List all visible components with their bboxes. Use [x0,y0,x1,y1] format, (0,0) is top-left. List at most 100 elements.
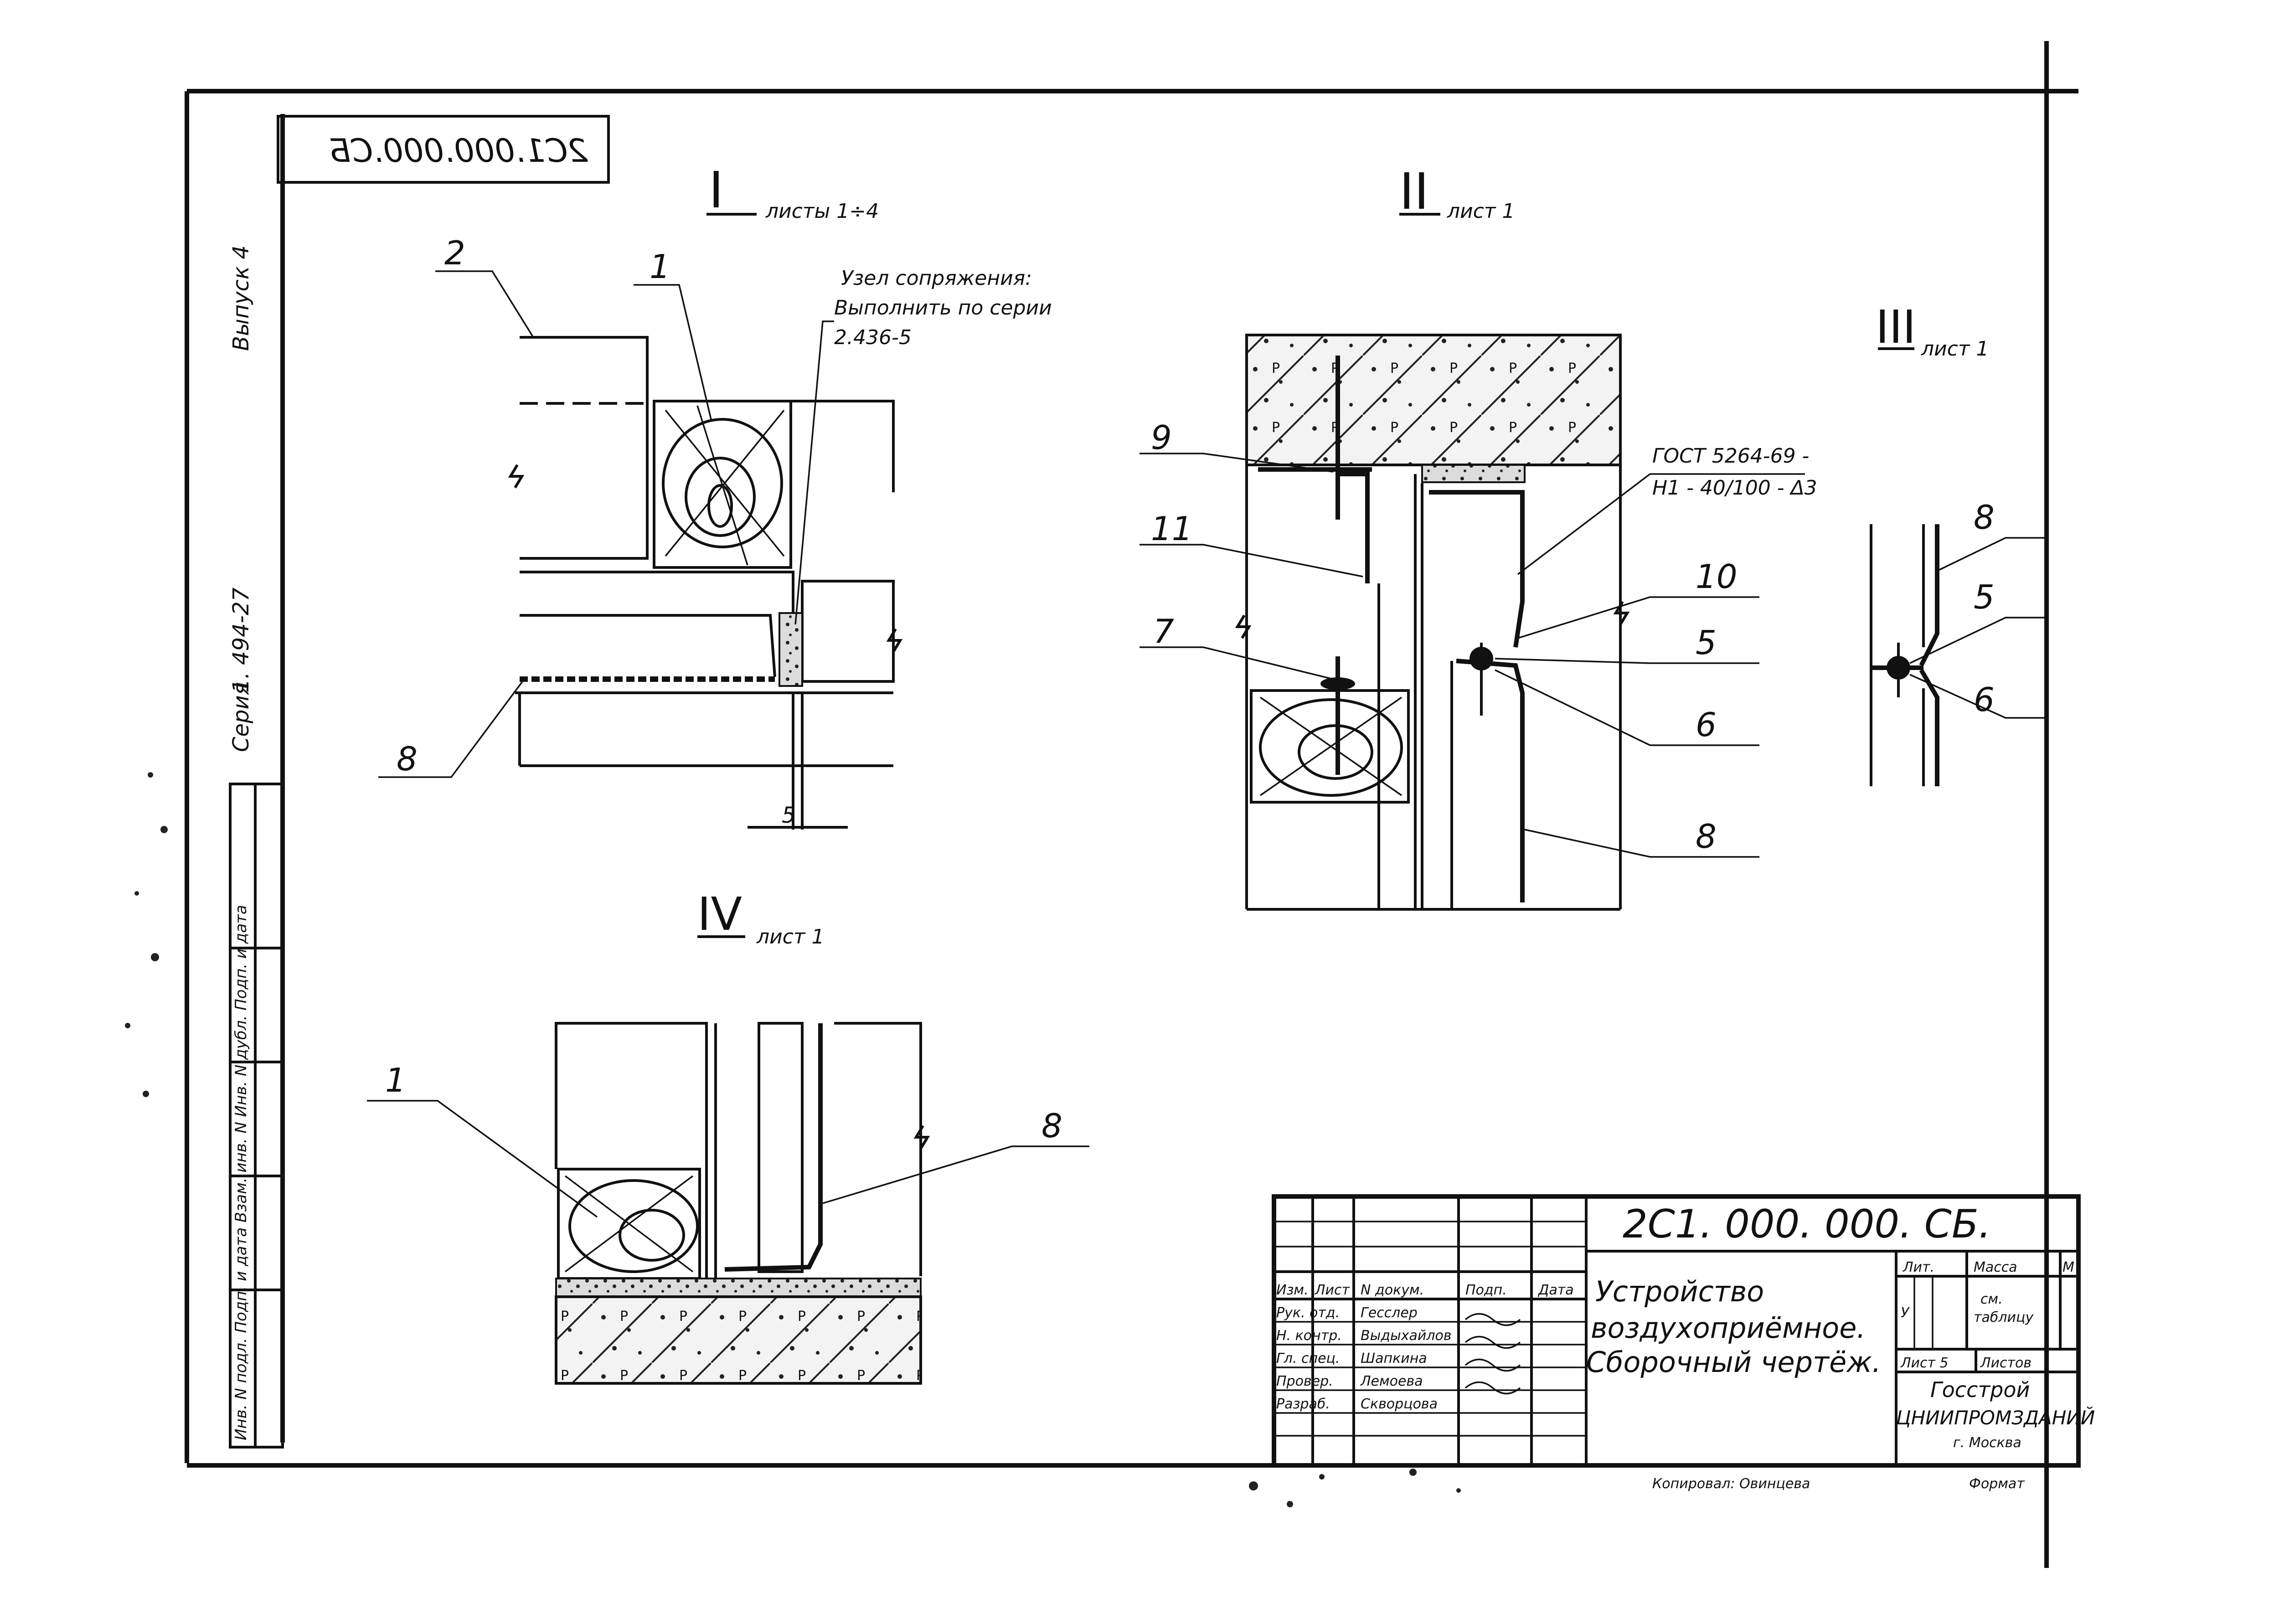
view-I-leader-2 [435,270,534,338]
tb-name-3: Шапкина [1361,1351,1427,1366]
view-IV-leader-8 [822,1145,1089,1204]
view-I-callout-8: 8 [397,740,418,778]
view-II-note: лист 1 [1447,200,1515,223]
view-I-note: листы 1÷4 [765,200,879,223]
tb-title-1: Устройство [1595,1275,1764,1308]
view-I-sealant [779,612,803,687]
view-IV-duct [758,1022,804,1273]
view-II-callout-11: 11 [1151,510,1193,548]
tb-signatures [1464,1313,1521,1395]
view-II-callout-8: 8 [1696,817,1717,856]
view-II-leader-10 [1517,596,1759,639]
view-I-node-note-2: Выполнить по серии [834,296,1052,320]
margin-inv-labels: Инв. N подл. Подп. и дата Взам. инв. N И… [232,905,250,1440]
view-II-slab [1245,334,1622,466]
margin-seriya: Серия [228,682,254,752]
title-block: 2С1. 000. 000. СБ. Изм. Лист N докум. По… [1272,1194,2095,1492]
view-II-callout-7: 7 [1153,612,1174,650]
view-I-leader-8 [378,678,525,778]
stamp-code: 2C1.000.000.CБ [329,132,588,170]
view-I-membrane-top [520,614,776,677]
tb-role-4: Провер. [1276,1373,1333,1389]
view-III-roman: III [1876,300,1916,354]
view-III-leader-5 [1909,617,2047,664]
view-IV: IV лист 1 1 8 [367,887,1089,1385]
view-III-callout-6: 6 [1974,681,1995,719]
tb-lit-value: У [1901,1305,1910,1321]
view-II-leader-9 [1140,453,1334,473]
view-IV-insulation-fibers [564,1175,694,1273]
view-II-callout-10: 10 [1696,557,1738,596]
view-I-callout-2: 2 [444,234,465,272]
view-IV-plate [724,1023,823,1272]
view-III-plate-lower [1919,669,1939,786]
tb-lit-label: Лит. [1903,1259,1934,1275]
view-II-roman: II [1399,162,1429,221]
left-margin: Выпуск 4 1. 494-27 Серия Инв. N подл. По… [228,245,284,1449]
view-II-leader-5 [1495,658,1759,664]
view-II-callout-5: 5 [1696,624,1717,662]
tb-name-5: Скворцова [1361,1396,1438,1412]
view-IV-left-block [555,1022,708,1279]
view-II: II лист 1 9 11 7 [1140,162,1817,911]
tb-masshtab-label: М [2062,1259,2074,1275]
tb-name-4: Лемоева [1360,1373,1423,1389]
tb-list: Лист 5 [1900,1355,1949,1371]
view-I: I листы 1÷4 5 2 1 8 Узел [378,161,1052,830]
tb-title-2: воздухоприёмное. [1591,1311,1866,1345]
view-I-node-note-3: 2.436-5 [834,326,912,349]
tb-massa-label: Масса [1974,1259,2017,1275]
tb-org-3: г. Москва [1953,1435,2021,1451]
view-I-insulation-swirl-inner [685,457,756,537]
tb-org-1: Госстрой [1930,1377,2030,1402]
view-II-insulation-swirl [1259,698,1403,797]
view-I-insulation-swirl [662,418,783,548]
tb-massa-value-1: см. [1980,1291,2003,1307]
stamp-box [277,115,610,184]
view-I-node-note-1: Узел сопряжения: [841,267,1032,290]
view-I-break-mark-right [886,628,903,653]
tb-role-3: Гл. спец. [1276,1351,1340,1366]
view-IV-note: лист 1 [756,925,825,949]
tb-role-2: Н. контр. [1276,1328,1342,1344]
tb-col-list: Лист [1315,1282,1351,1298]
view-II-sealant [1421,464,1526,483]
view-III-callout-5: 5 [1974,578,1995,616]
view-IV-roman: IV [697,887,742,941]
title-block-frame [1272,1194,2081,1468]
tb-title-3: Сборочный чертёж. [1586,1346,1881,1379]
tb-org-2: ЦНИИПРОМЗДАНИЙ [1896,1406,2095,1429]
view-II-weld-1: ГОСТ 5264-69 - [1652,444,1809,468]
view-I-right-block [801,580,895,683]
tb-col-izm: Изм. [1276,1282,1309,1298]
view-II-duct-upper [1429,490,1525,648]
tb-col-podp: Подп. [1465,1282,1507,1298]
view-I-leader-1 [634,284,712,420]
view-I-callout-1: 1 [650,247,670,286]
view-II-duct-lower [1456,659,1525,902]
view-I-dim: 5 [782,803,796,828]
view-IV-insulation-inner [619,1209,685,1262]
view-II-leader-6 [1495,669,1759,746]
view-II-break-left [1235,614,1252,639]
view-I-mid-line [520,571,794,613]
tb-code: 2С1. 000. 000. СБ. [1623,1201,1991,1247]
margin-vypusk: Выпуск 4 [228,245,254,351]
view-I-insulation-fibers [665,405,785,566]
view-IV-callout-1: 1 [385,1061,406,1099]
view-III-leader-6 [1909,674,2047,719]
view-I-insulation-core [707,484,733,528]
view-III-leader-8 [1939,537,2047,571]
view-I-break-mark [508,464,525,489]
view-III-note: лист 1 [1921,337,1989,361]
tb-massa-value-2: таблицу [1974,1310,2034,1325]
view-II-callout-9: 9 [1151,418,1172,457]
tb-copier: Копировал: Овинцева [1652,1476,1810,1492]
view-IV-leader-1 [367,1100,598,1218]
view-IV-callout-8: 8 [1042,1107,1062,1145]
view-IV-insulation-swirl [568,1179,699,1273]
view-II-leader-weld [1517,473,1805,575]
view-II-anchor-head [1320,677,1355,690]
